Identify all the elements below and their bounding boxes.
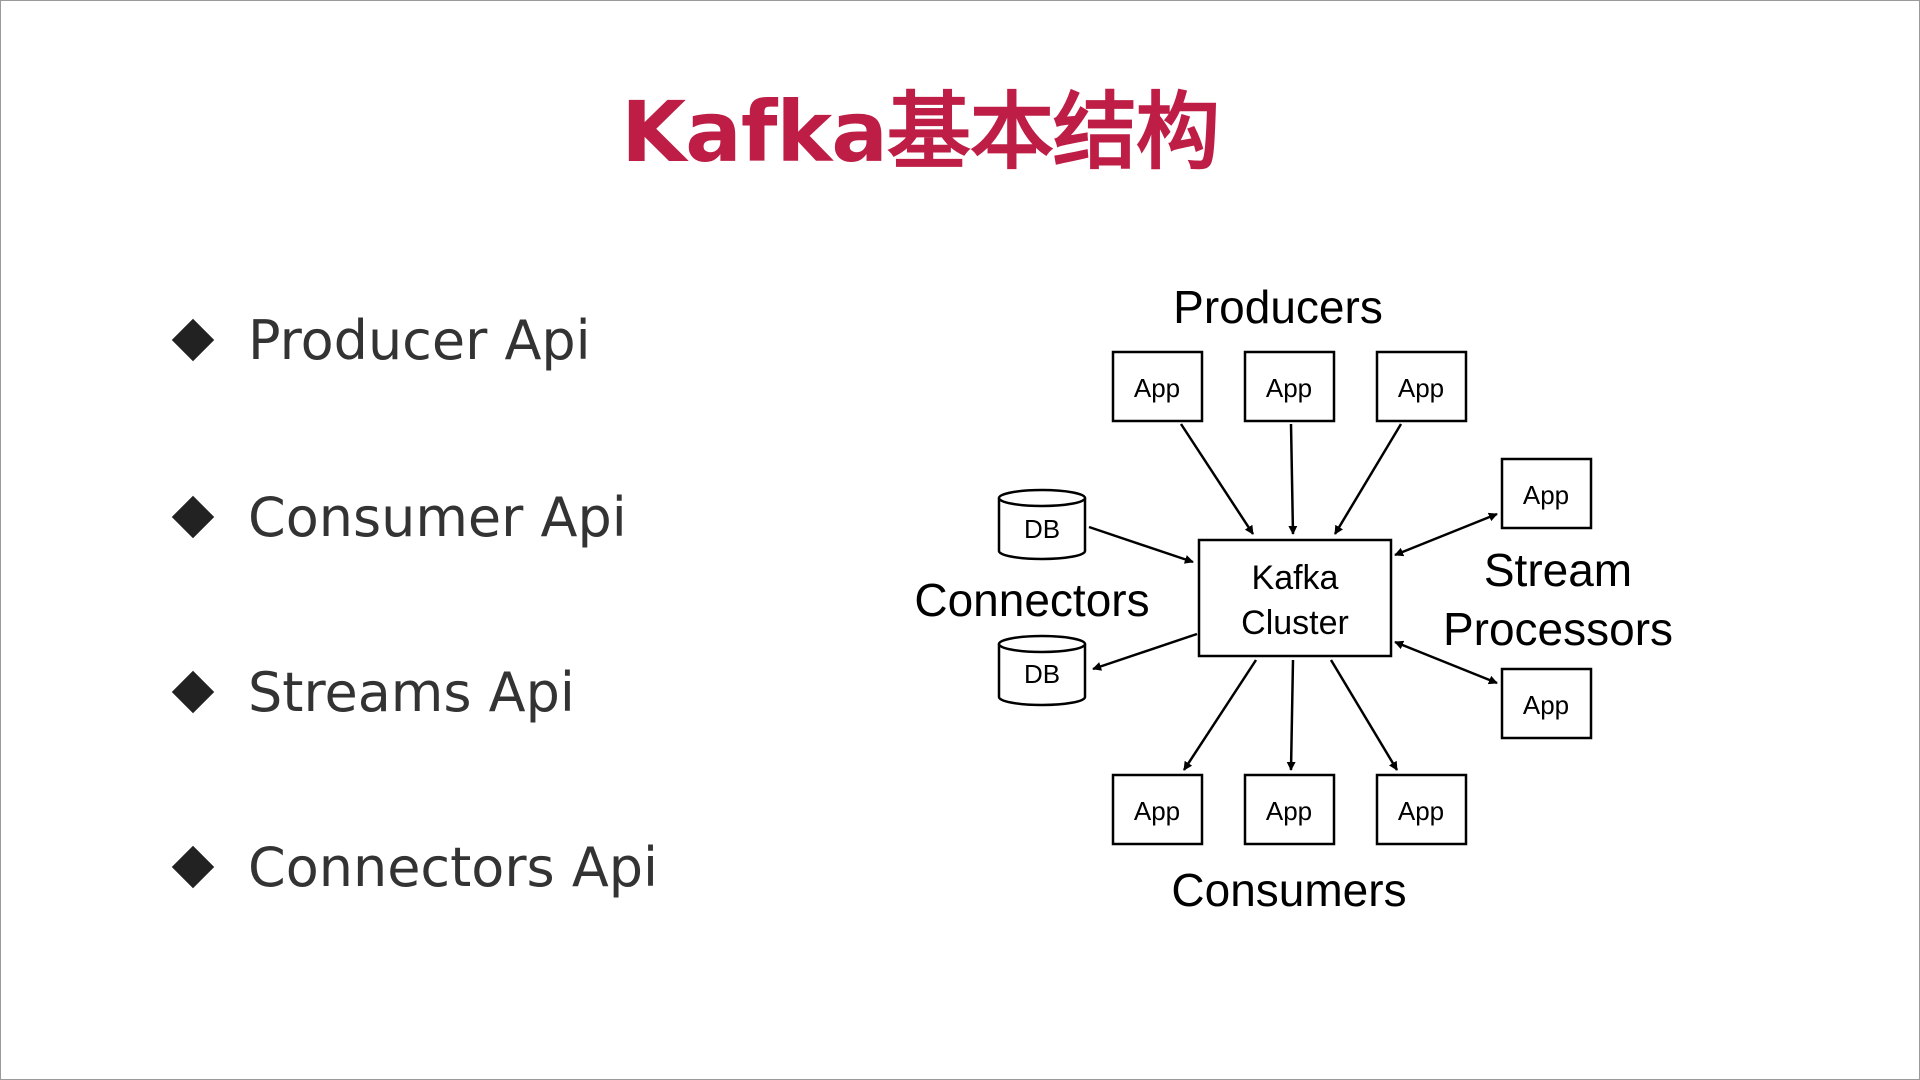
consumer-app-node: App <box>1111 773 1204 846</box>
database-node: DB <box>997 634 1087 707</box>
api-item-connectors: Connectors Api <box>168 827 658 907</box>
app-label: App <box>1266 796 1312 826</box>
cluster-label-line2: Cluster <box>1241 604 1349 642</box>
app-label: App <box>1134 373 1180 403</box>
producer-app-node: App <box>1243 350 1336 423</box>
stream-processors-label-line1: Stream <box>1484 544 1632 596</box>
app-label: App <box>1266 373 1312 403</box>
app-label: App <box>1398 796 1444 826</box>
app-label: App <box>1398 373 1444 403</box>
arrow-cluster-to-consumer <box>1329 659 1399 771</box>
stream-app-node: App <box>1500 667 1593 740</box>
cluster-label-line1: Kafka <box>1252 559 1339 597</box>
api-item-label: Consumer Api <box>248 485 627 549</box>
kafka-cluster-node: Kafka Cluster <box>1197 538 1393 658</box>
api-item-label: Connectors Api <box>248 835 659 899</box>
arrow-cluster-to-consumer <box>1286 659 1296 771</box>
database-node: DB <box>997 488 1087 561</box>
app-label: App <box>1523 690 1569 720</box>
consumers-label: Consumers <box>1171 864 1406 916</box>
arrow-cluster-stream-processor <box>1394 512 1498 557</box>
consumer-app-node: App <box>1243 773 1336 846</box>
producer-app-node: App <box>1111 350 1204 423</box>
api-item-label: Streams Api <box>248 660 575 724</box>
arrow-producer-to-cluster <box>1333 423 1403 535</box>
api-item-consumer: Consumer Api <box>168 477 627 557</box>
connectors-label: Connectors <box>914 574 1149 626</box>
slide-title: Kafka基本结构 <box>621 83 1220 181</box>
arrow-cluster-to-consumer <box>1182 659 1258 771</box>
arrow-cluster-to-db <box>1092 632 1198 671</box>
arrow-db-to-cluster <box>1088 525 1194 564</box>
stream-app-node: App <box>1500 457 1593 530</box>
arrow-producer-to-cluster <box>1288 423 1298 535</box>
app-label: App <box>1523 480 1569 510</box>
producers-label: Producers <box>1173 281 1383 333</box>
arrows <box>1088 423 1498 771</box>
stream-processors-label-line2: Processors <box>1443 603 1673 655</box>
api-item-label: Producer Api <box>248 308 591 372</box>
arrow-cluster-stream-processor <box>1394 640 1498 685</box>
api-item-producer: Producer Api <box>168 300 591 380</box>
producer-app-node: App <box>1375 350 1468 423</box>
consumer-app-node: App <box>1375 773 1468 846</box>
db-label: DB <box>1024 659 1060 689</box>
db-label: DB <box>1024 514 1060 544</box>
api-item-streams: Streams Api <box>168 652 575 732</box>
arrow-producer-to-cluster <box>1179 423 1255 535</box>
app-label: App <box>1134 796 1180 826</box>
